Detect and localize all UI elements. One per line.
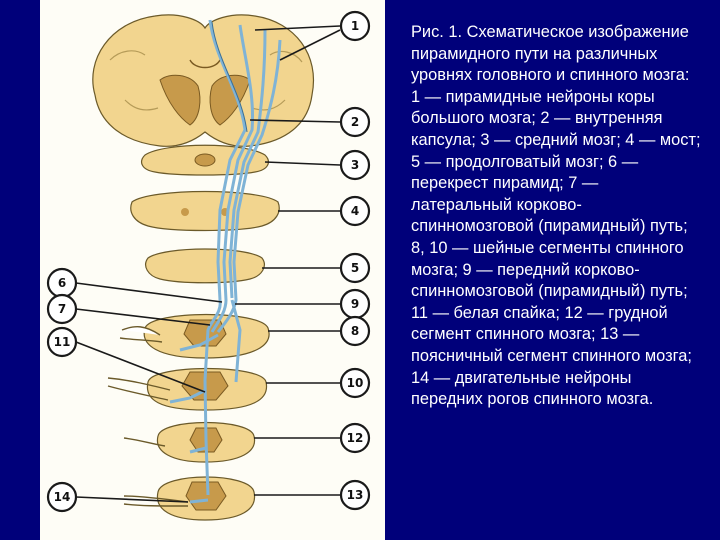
callout-7: 7 bbox=[46, 293, 78, 325]
svg-text:8: 8 bbox=[351, 324, 359, 338]
callout-5: 5 bbox=[339, 252, 371, 284]
callout-9: 9 bbox=[339, 288, 371, 320]
pyramidal-tract-diagram: 1 2 3 4 5 6 7 9 bbox=[46, 10, 371, 521]
svg-text:13: 13 bbox=[347, 488, 364, 502]
callout-10: 10 bbox=[339, 367, 371, 399]
brain-section bbox=[92, 14, 314, 147]
callout-lines bbox=[75, 25, 341, 503]
callout-13: 13 bbox=[339, 479, 371, 511]
pons-section bbox=[130, 190, 280, 232]
callout-6: 6 bbox=[46, 267, 78, 299]
svg-text:10: 10 bbox=[347, 376, 364, 390]
svg-text:7: 7 bbox=[58, 302, 66, 316]
callout-3: 3 bbox=[339, 149, 371, 181]
svg-text:1: 1 bbox=[351, 19, 359, 33]
callout-14: 14 bbox=[46, 481, 78, 513]
callout-8: 8 bbox=[339, 315, 371, 347]
svg-text:2: 2 bbox=[351, 115, 359, 129]
svg-text:11: 11 bbox=[54, 335, 71, 349]
motor-nerves bbox=[107, 326, 189, 507]
svg-text:5: 5 bbox=[351, 261, 359, 275]
medulla-section bbox=[145, 248, 265, 284]
figure-caption: Рис. 1. Схематическое изображение пирами… bbox=[411, 23, 701, 409]
callout-4: 4 bbox=[339, 195, 371, 227]
callout-2: 2 bbox=[339, 106, 371, 138]
callout-12: 12 bbox=[339, 422, 371, 454]
svg-text:14: 14 bbox=[54, 490, 71, 504]
svg-text:6: 6 bbox=[58, 276, 66, 290]
callout-11: 11 bbox=[46, 326, 78, 358]
pyramidal-tract-fibers bbox=[169, 19, 282, 504]
svg-text:9: 9 bbox=[351, 297, 359, 311]
lumbar-segment bbox=[156, 476, 256, 521]
anatomy-figure: 1 2 3 4 5 6 7 9 bbox=[40, 0, 385, 540]
svg-text:12: 12 bbox=[347, 431, 364, 445]
svg-text:3: 3 bbox=[351, 158, 359, 172]
svg-text:4: 4 bbox=[351, 204, 359, 218]
callout-1: 1 bbox=[339, 10, 371, 42]
